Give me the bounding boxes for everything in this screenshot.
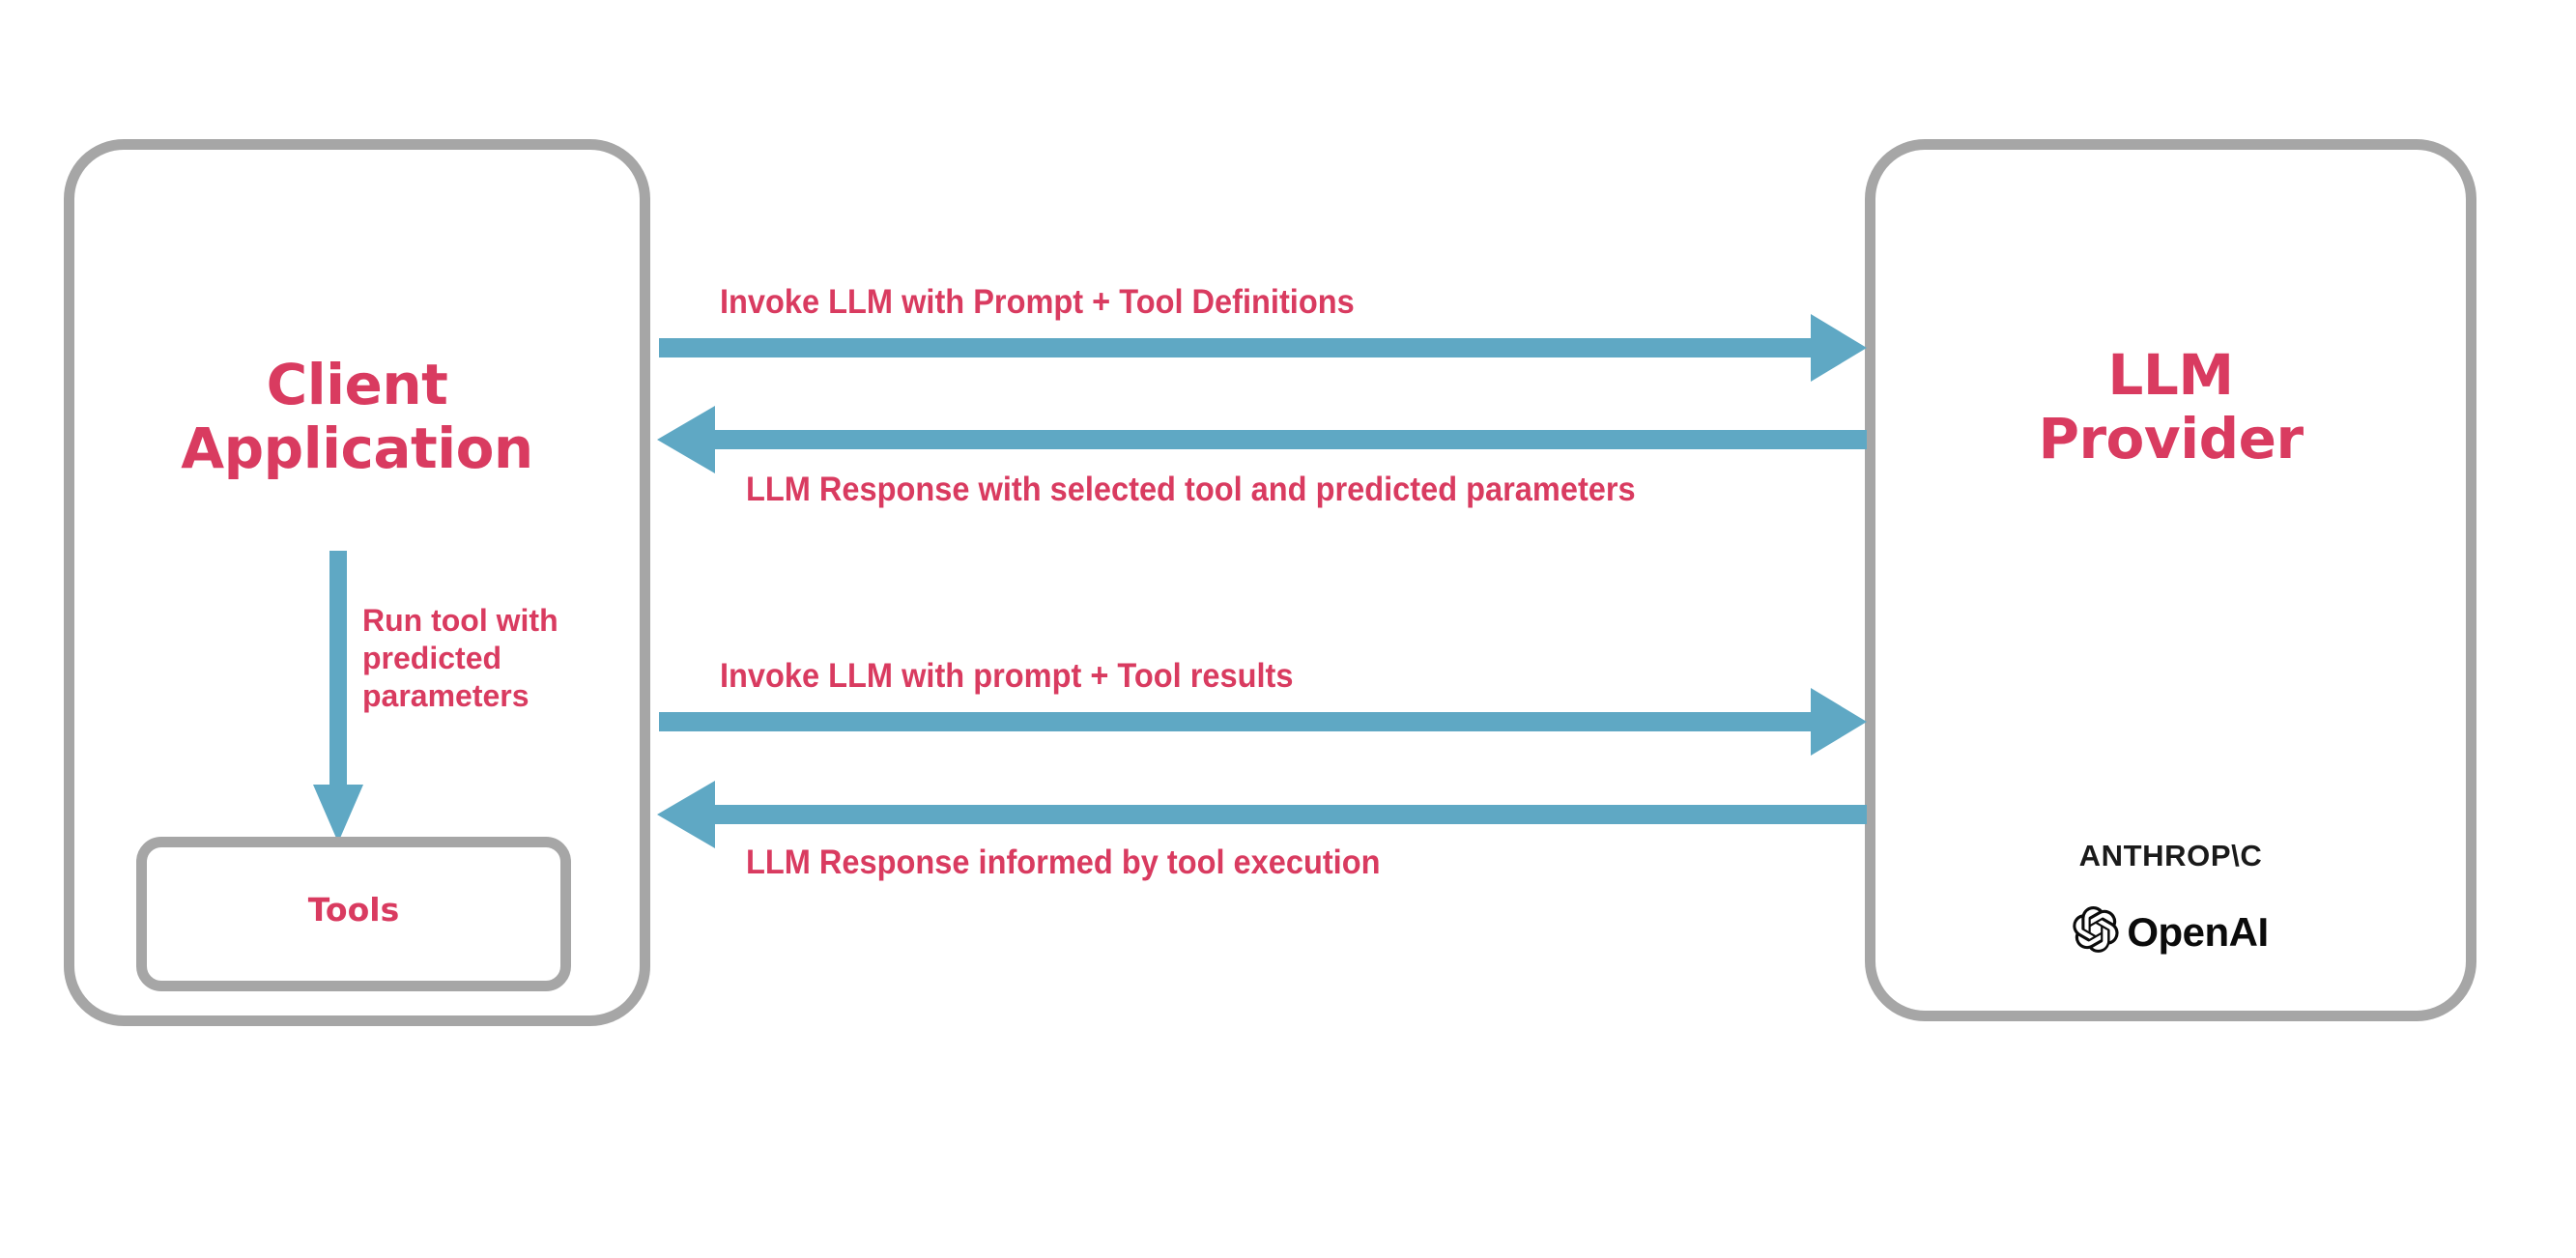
tools-label: Tools [307, 891, 400, 929]
flow-label-2: LLM Response with selected tool and pred… [746, 471, 1636, 508]
anthropic-logo: ANTHROP\C [2078, 839, 2263, 872]
flow-label-3: Invoke LLM with prompt + Tool results [720, 657, 1294, 695]
flow-arrow-right-2 [659, 664, 1867, 780]
client-title-line-1: Client [266, 352, 448, 417]
flow-arrow-left-1 [657, 382, 1867, 498]
arrow-down-shape [313, 551, 363, 843]
provider-title-line-2: Provider [2038, 406, 2304, 472]
llm-provider-box [1865, 139, 2476, 1021]
run-tool-arrow [309, 551, 367, 843]
flow-arrow-left-2 [657, 757, 1867, 872]
openai-mark-icon [2073, 906, 2119, 958]
flow-label-1: Invoke LLM with Prompt + Tool Definition… [720, 283, 1355, 321]
run-tool-label: Run tool with predicted parameters [362, 603, 558, 714]
flow-arrow-right-1 [659, 290, 1867, 406]
provider-title-line-1: LLM [2107, 342, 2234, 408]
client-application-title: Client Application [64, 353, 650, 480]
flow-label-4: LLM Response informed by tool execution [746, 843, 1381, 881]
tools-box[interactable] [136, 837, 571, 991]
openai-wordmark: OpenAI [2127, 908, 2269, 955]
openai-logo-group: OpenAI [1865, 906, 2476, 958]
llm-provider-title: LLM Provider [1865, 343, 2476, 471]
client-title-line-2: Application [181, 415, 533, 482]
